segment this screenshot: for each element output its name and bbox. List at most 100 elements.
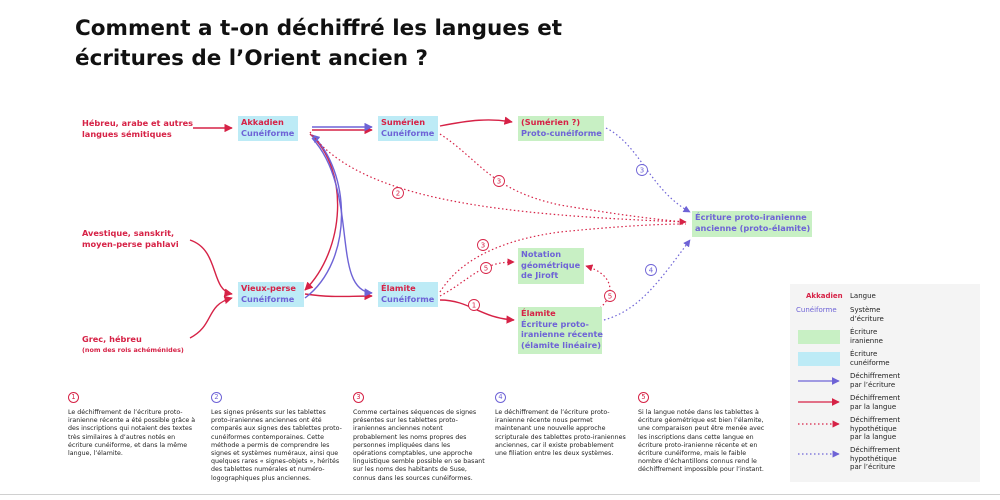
node-akkadien-lang: Akkadien	[241, 117, 284, 127]
node-jiroft-line-2: géométrique	[521, 259, 581, 270]
marker-2: 3	[636, 164, 648, 176]
marker-1: 1	[468, 299, 480, 311]
legend-lang-label: Langue	[850, 292, 876, 300]
legend-script-label-1: Système	[850, 306, 881, 314]
legend-green-swatch	[798, 330, 840, 344]
note-2-number: 2	[211, 392, 222, 403]
marker-4: 4	[645, 264, 657, 276]
source-iranian-line-2: moyen-perse pahlavi	[82, 238, 179, 249]
svg-text:5: 5	[608, 293, 612, 301]
node-proto-elamite: Écriture proto-iranienne ancienne (proto…	[692, 211, 812, 237]
dotted-akkadien-to-protoelamite	[309, 131, 687, 226]
svg-text:3: 3	[481, 242, 485, 250]
dotted-sumerien-to-protoelamite	[439, 133, 687, 223]
legend-arrow-script-label-2: par l’écriture	[850, 380, 896, 389]
legend-hyp-script-label: Déchiffrement hypothétique par l’écritur…	[850, 446, 900, 472]
note-4-number: 4	[495, 392, 506, 403]
node-elamite-recent-line-2: iranienne récente	[521, 329, 603, 339]
node-vieux-perse-lang: Vieux-perse	[241, 283, 296, 293]
legend-arrow-script-label-1: Déchiffrement	[850, 372, 901, 380]
source-greek-line-1: Grec, hébreu	[82, 334, 142, 344]
source-iranian-line-1: Avestique, sanskrit,	[82, 228, 175, 238]
marker-5-b: 5	[604, 290, 616, 302]
legend-script-label-2: d’écriture	[850, 314, 884, 323]
node-proto-elamite-line-1: Écriture proto-iranienne	[695, 212, 807, 222]
node-jiroft-line-3: de Jiroft	[521, 270, 559, 280]
svg-text:1: 1	[472, 302, 476, 310]
marker-5-a: 5	[480, 262, 492, 274]
node-akkadien-script: Cunéiforme	[241, 127, 295, 138]
legend-hyp-lang-label-1: Déchiffrement	[850, 416, 901, 424]
note-3-text: Comme certaines séquences de signes prés…	[353, 409, 485, 482]
node-sumerien-lang: Sumérien	[381, 117, 426, 127]
node-sumerien: Sumérien Cunéiforme	[378, 116, 438, 141]
legend: Akkadien Langue Cunéiforme Système d’écr…	[790, 284, 980, 482]
node-vieux-perse-script: Cunéiforme	[241, 293, 295, 304]
node-sumerien-q-script: Proto-cunéiforme	[521, 127, 602, 138]
node-elamite-recent: Élamite Écriture proto- iranienne récent…	[518, 307, 603, 354]
node-elamite-recent-line-3: (élamite linéaire)	[521, 339, 601, 350]
node-akkadien: Akkadien Cunéiforme	[238, 116, 298, 141]
arrow-akkadien-to-vieuxperse	[304, 133, 339, 291]
svg-text:2: 2	[396, 190, 400, 198]
note-5-number: 5	[638, 392, 649, 403]
legend-green-label: Écriture iranienne	[850, 328, 883, 345]
legend-blue-label-2: cunéiforme	[850, 358, 890, 367]
note-2-text: Les signes présents sur les tablettes pr…	[211, 409, 342, 482]
legend-arrow-lang-label: Déchiffrement par la langue	[850, 394, 900, 411]
node-jiroft: Notation géométrique de Jiroft	[518, 248, 584, 284]
legend-hyp-lang-label-3: par la langue	[850, 433, 897, 442]
node-sumerien-script: Cunéiforme	[381, 127, 435, 138]
title-line-1: Comment a t-on déchiffré les langues et	[75, 16, 563, 41]
legend-hyp-script-label-3: par l’écriture	[850, 463, 896, 472]
legend-hyp-script-label-1: Déchiffrement	[850, 446, 901, 454]
legend-lang-key: Akkadien	[806, 292, 843, 300]
node-vieux-perse: Vieux-perse Cunéiforme	[238, 282, 304, 307]
dotted-recent-to-jiroft	[585, 264, 611, 309]
node-sumerien-q: (Sumérien ?) Proto-cunéiforme	[518, 116, 604, 141]
legend-arrow-script-label: Déchiffrement par l’écriture	[850, 372, 900, 389]
legend-arrow-lang-label-1: Déchiffrement	[850, 394, 901, 402]
legend-script-key: Cunéiforme	[796, 306, 837, 314]
legend-blue-label: Écriture cunéiforme	[850, 350, 890, 367]
arrow-sumerien-to-sumerienq	[439, 116, 513, 127]
dotted-sumerienq-to-protoelamite	[605, 127, 691, 213]
svg-text:3: 3	[640, 167, 644, 175]
node-jiroft-line-1: Notation	[521, 249, 562, 259]
legend-hyp-script-label-2: hypothétique	[850, 454, 897, 463]
svg-text:3: 3	[497, 178, 501, 186]
legend-blue-label-1: Écriture	[850, 350, 878, 358]
arrow-vieuxperse-to-elamite	[304, 291, 373, 301]
node-elamite-script: Cunéiforme	[381, 293, 435, 304]
note-5-text: Si la langue notée dans les tablettes à …	[638, 409, 765, 474]
dotted-recent-to-protoelamite	[603, 239, 691, 321]
legend-blue-swatch	[798, 352, 840, 366]
source-iranian: Avestique, sanskrit, moyen-perse pahlavi	[82, 228, 179, 249]
source-greek-line-2: (nom des rois achéménides)	[82, 345, 184, 354]
svg-text:5: 5	[484, 265, 488, 273]
bottom-rule	[0, 494, 1000, 495]
node-elamite-recent-line-1: Écriture proto-	[521, 318, 589, 329]
node-sumerien-q-lang: (Sumérien ?)	[521, 117, 581, 127]
dotted-elamite-to-protoelamite	[439, 223, 687, 293]
legend-arrow-lang-label-2: par la langue	[850, 402, 897, 411]
source-semitic-line-2: langues sémitiques	[82, 128, 172, 139]
legend-green-label-2: iranienne	[850, 336, 883, 345]
node-elamite-recent-lang: Élamite	[521, 308, 556, 318]
title-line-2: écritures de l’Orient ancien ?	[75, 46, 429, 71]
legend-arrows	[798, 377, 840, 458]
arrow-iranian-to-vieuxperse	[189, 239, 233, 297]
legend-hyp-lang-label: Déchiffrement hypothétique par la langue	[850, 416, 900, 442]
source-semitic-line-1: Hébreu, arabe et autres	[82, 118, 194, 128]
svg-text:4: 4	[649, 267, 654, 275]
node-proto-elamite-line-2: ancienne (proto-élamite)	[695, 222, 811, 233]
source-greek: Grec, hébreu (nom des rois achéménides)	[82, 334, 184, 355]
legend-script-label: Système d’écriture	[850, 306, 884, 323]
note-1-text: Le déchiffrement de l’écriture proto-ira…	[68, 409, 196, 458]
note-4-text: Le déchiffrement de l’écriture proto-ira…	[495, 409, 626, 458]
node-elamite: Élamite Cunéiforme	[378, 282, 438, 307]
marker-3-b: 3	[493, 175, 505, 187]
dotted-elamite-to-jiroft	[439, 258, 515, 297]
